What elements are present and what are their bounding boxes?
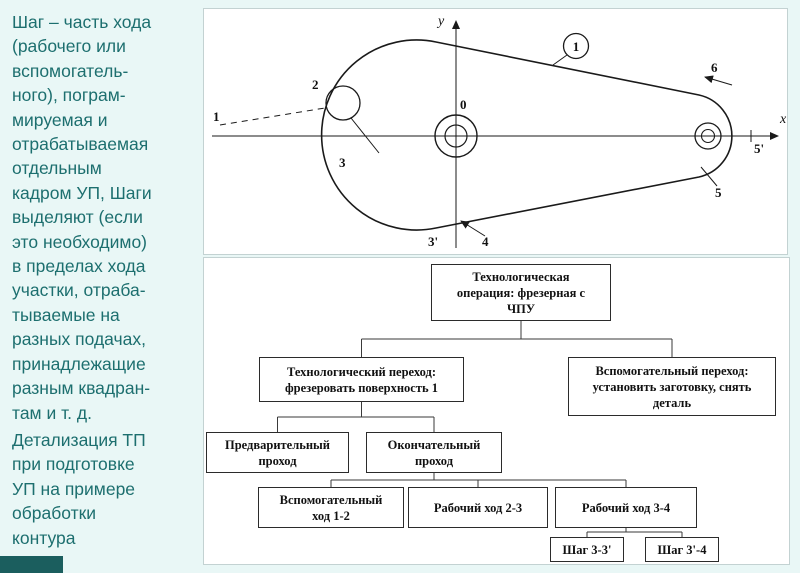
point-label-3: 3	[339, 155, 346, 170]
leader-point5	[700, 166, 718, 187]
flowchart-node-aux-move-12: Вспомогательный ход 1-2	[258, 487, 404, 528]
point-label-5: 5	[715, 185, 722, 200]
y-axis-label: y	[436, 14, 445, 29]
point-label-3prime: 3'	[428, 234, 438, 249]
contour-diagram-panel: 1 y x 0 1 2 3 3' 4 5 5' 6	[203, 8, 788, 255]
flowchart-node-work-move-23: Рабочий ход 2-3	[408, 487, 548, 528]
caption-text: Детализация ТП при подготовке УП на прим…	[12, 429, 146, 548]
point-label-2: 2	[312, 77, 319, 92]
tip-hole-outer	[694, 122, 722, 150]
flowchart-node-tech-transition: Технологический переход: фрезеровать пов…	[259, 357, 464, 402]
balloon-circle	[562, 32, 590, 60]
origin-hole-outer	[434, 114, 478, 158]
flowchart-node-preliminary-pass: Предварительный проход	[206, 432, 349, 473]
sidebar-text-column: Шаг – часть хода (рабочего или вспомогат…	[12, 10, 202, 550]
tip-hole-inner	[700, 128, 716, 144]
flowchart-node-work-move-34: Рабочий ход 3-4	[555, 487, 697, 528]
cam-contour	[320, 39, 733, 231]
leader-point4	[460, 220, 486, 237]
step-definition-text: Шаг – часть хода (рабочего или вспомогат…	[12, 12, 152, 423]
x-axis-label: x	[779, 112, 787, 127]
contour-diagram: 1 y x 0 1 2 3 3' 4 5 5' 6	[212, 14, 787, 249]
point-label-1: 1	[213, 109, 220, 124]
balloon-label: 1	[573, 39, 580, 54]
point-label-4: 4	[482, 234, 489, 249]
flowchart-connectors	[277, 321, 683, 537]
origin-hole-inner	[444, 124, 468, 148]
approach-circle	[325, 85, 361, 121]
point-label-6: 6	[711, 60, 718, 75]
origin-label: 0	[460, 97, 467, 112]
rapid-traverse-line	[219, 107, 326, 126]
flowchart-node-step-34: Шаг 3'-4	[645, 537, 719, 562]
leader-point3	[350, 117, 380, 154]
direction-arrow-6	[704, 75, 733, 86]
flowchart-panel: Технологическая операция: фрезерная с ЧП…	[203, 257, 790, 565]
balloon-leader	[552, 54, 568, 66]
point-label-5prime: 5'	[754, 141, 764, 156]
flowchart-node-operation: Технологическая операция: фрезерная с ЧП…	[431, 264, 611, 321]
flowchart-node-step-33: Шаг 3-3'	[550, 537, 624, 562]
flowchart-node-final-pass: Окончательный проход	[366, 432, 502, 473]
slide-footer-bar	[0, 556, 63, 573]
flowchart-node-aux-transition: Вспомогательный переход: установить заго…	[568, 357, 776, 416]
